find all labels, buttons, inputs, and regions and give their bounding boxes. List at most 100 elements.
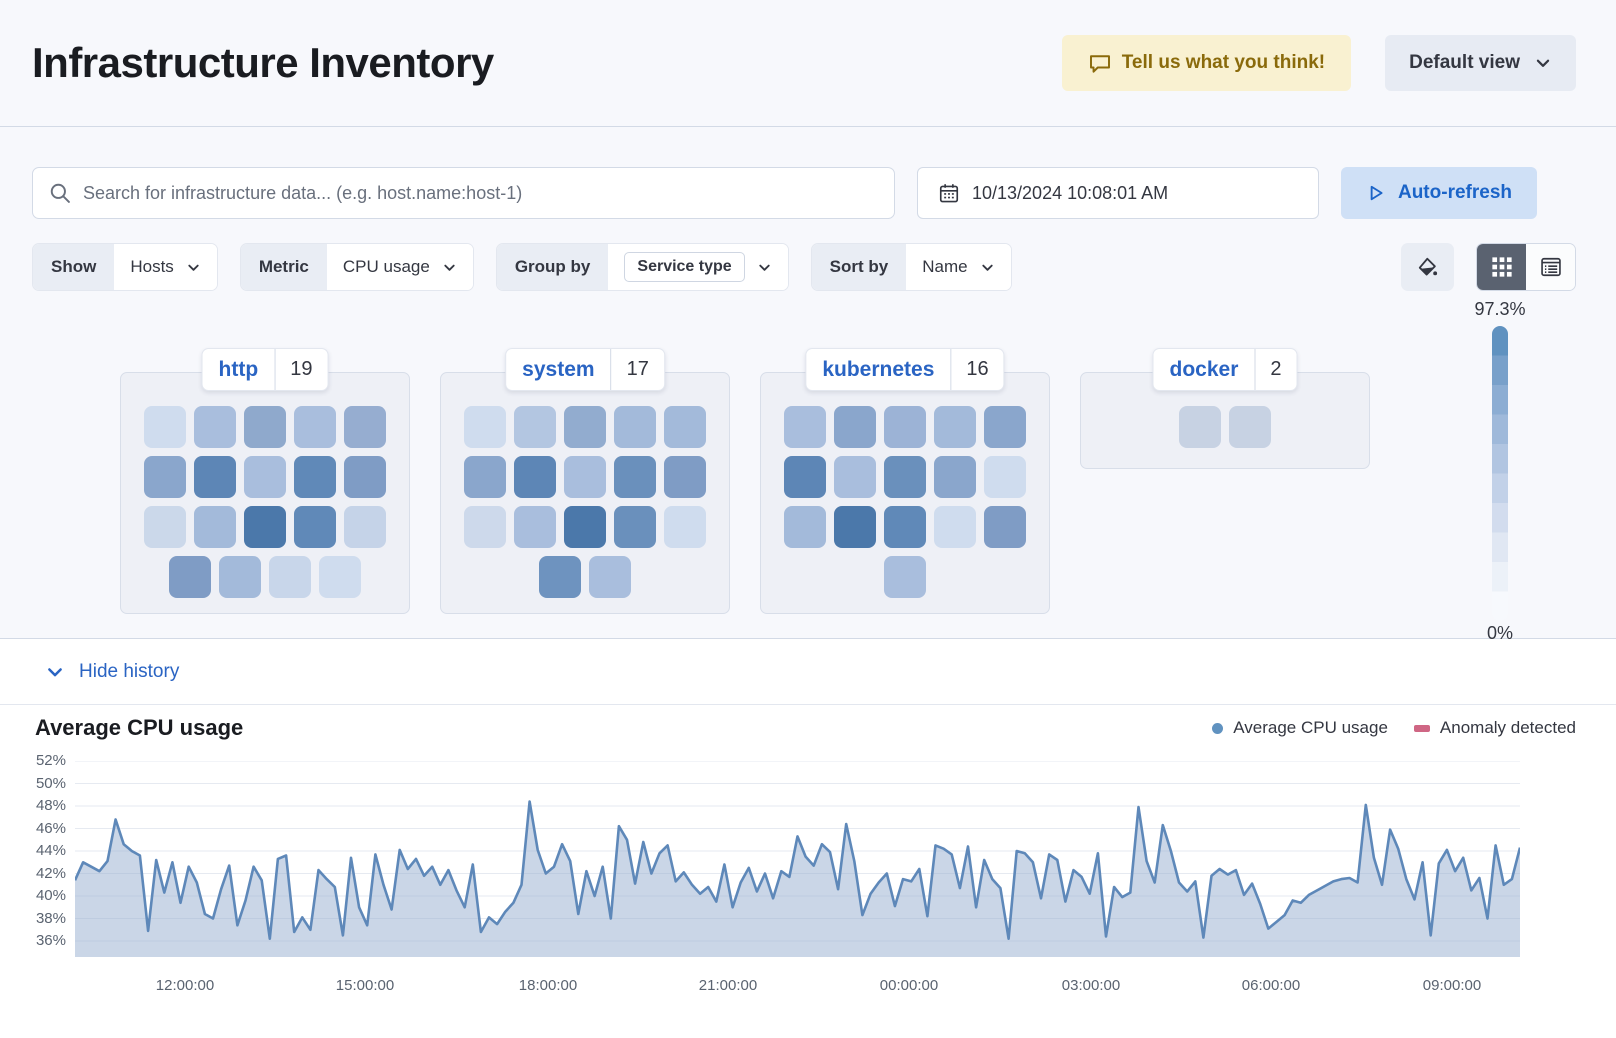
host-tile[interactable] bbox=[564, 406, 606, 448]
grid-icon bbox=[1491, 256, 1513, 278]
host-tile[interactable] bbox=[834, 406, 876, 448]
host-tile[interactable] bbox=[464, 406, 506, 448]
host-tile[interactable] bbox=[194, 506, 236, 548]
host-tile[interactable] bbox=[144, 506, 186, 548]
calendar-icon bbox=[938, 182, 960, 204]
host-tile[interactable] bbox=[1229, 406, 1271, 448]
hide-history-toggle[interactable]: Hide history bbox=[45, 661, 179, 683]
host-tile[interactable] bbox=[464, 456, 506, 498]
group-by-select[interactable]: Service type bbox=[608, 244, 788, 290]
host-tile[interactable] bbox=[664, 406, 706, 448]
host-tile[interactable] bbox=[244, 406, 286, 448]
host-tile[interactable] bbox=[664, 506, 706, 548]
host-tile[interactable] bbox=[269, 556, 311, 598]
host-tile[interactable] bbox=[219, 556, 261, 598]
host-tile[interactable] bbox=[884, 506, 926, 548]
play-icon bbox=[1366, 183, 1386, 203]
host-tile[interactable] bbox=[784, 456, 826, 498]
host-tile[interactable] bbox=[194, 406, 236, 448]
host-tile[interactable] bbox=[344, 506, 386, 548]
host-tile[interactable] bbox=[664, 456, 706, 498]
view-dropdown-button[interactable]: Default view bbox=[1385, 35, 1576, 91]
host-tile[interactable] bbox=[614, 456, 656, 498]
history-toggle-row: Hide history bbox=[0, 639, 1616, 705]
host-tile[interactable] bbox=[294, 406, 336, 448]
y-axis-tick: 36% bbox=[35, 932, 66, 949]
tile-row bbox=[121, 406, 409, 448]
metric-control: Metric CPU usage bbox=[239, 243, 474, 291]
host-tile[interactable] bbox=[194, 456, 236, 498]
host-tile[interactable] bbox=[144, 406, 186, 448]
host-tile[interactable] bbox=[514, 506, 556, 548]
host-tile[interactable] bbox=[169, 556, 211, 598]
legend-item-anomaly[interactable]: Anomaly detected bbox=[1413, 718, 1576, 738]
host-tile[interactable] bbox=[564, 456, 606, 498]
host-tile[interactable] bbox=[1179, 406, 1221, 448]
host-tile[interactable] bbox=[984, 506, 1026, 548]
feedback-button[interactable]: Tell us what you think! bbox=[1061, 35, 1352, 91]
y-axis-tick: 52% bbox=[35, 752, 66, 769]
search-input[interactable] bbox=[83, 182, 878, 204]
hide-history-label: Hide history bbox=[79, 660, 180, 682]
group-count: 19 bbox=[274, 349, 327, 390]
group-count: 17 bbox=[610, 349, 664, 390]
y-axis-tick: 40% bbox=[35, 887, 66, 904]
auto-refresh-button[interactable]: Auto-refresh bbox=[1341, 167, 1537, 219]
host-tile[interactable] bbox=[244, 506, 286, 548]
host-tile[interactable] bbox=[464, 506, 506, 548]
host-tile[interactable] bbox=[834, 456, 876, 498]
group-by-control: Group by Service type bbox=[495, 243, 789, 291]
host-tile[interactable] bbox=[344, 406, 386, 448]
host-tile[interactable] bbox=[144, 456, 186, 498]
legend-item-average-cpu[interactable]: Average CPU usage bbox=[1212, 718, 1388, 738]
table-view-button[interactable] bbox=[1526, 244, 1575, 290]
host-tile[interactable] bbox=[614, 506, 656, 548]
host-tile[interactable] bbox=[294, 506, 336, 548]
host-tile[interactable] bbox=[884, 556, 926, 598]
series-dot-icon bbox=[1212, 722, 1224, 734]
tile-row bbox=[121, 506, 409, 548]
host-tile[interactable] bbox=[589, 556, 631, 598]
host-tile[interactable] bbox=[294, 456, 336, 498]
sort-by-select[interactable]: Name bbox=[906, 244, 1011, 290]
x-axis-tick: 03:00:00 bbox=[1061, 977, 1121, 994]
host-tile[interactable] bbox=[564, 506, 606, 548]
search-box bbox=[32, 167, 895, 219]
host-tile[interactable] bbox=[514, 406, 556, 448]
host-tile[interactable] bbox=[984, 406, 1026, 448]
page-title: Infrastructure Inventory bbox=[32, 39, 494, 86]
metric-select[interactable]: CPU usage bbox=[326, 244, 473, 290]
map-view-button[interactable] bbox=[1477, 244, 1526, 290]
host-tile[interactable] bbox=[934, 456, 976, 498]
date-picker-button[interactable]: 10/13/2024 10:08:01 AM bbox=[917, 167, 1319, 219]
host-tile[interactable] bbox=[934, 406, 976, 448]
color-palette-button[interactable] bbox=[1401, 243, 1454, 291]
host-tile[interactable] bbox=[884, 406, 926, 448]
y-axis-tick: 46% bbox=[35, 820, 66, 837]
host-tile[interactable] bbox=[539, 556, 581, 598]
search-icon bbox=[49, 182, 71, 204]
host-tile[interactable] bbox=[244, 456, 286, 498]
host-tile[interactable] bbox=[884, 456, 926, 498]
show-select[interactable]: Hosts bbox=[114, 244, 217, 290]
chevron-down-icon bbox=[186, 260, 201, 275]
host-tile[interactable] bbox=[344, 456, 386, 498]
query-toolbar: 10/13/2024 10:08:01 AM Auto-refresh bbox=[0, 127, 1616, 219]
host-tile[interactable] bbox=[784, 406, 826, 448]
host-tile[interactable] bbox=[934, 506, 976, 548]
list-icon bbox=[1540, 256, 1562, 278]
host-tile[interactable] bbox=[514, 456, 556, 498]
host-tile[interactable] bbox=[784, 506, 826, 548]
host-tile[interactable] bbox=[319, 556, 361, 598]
y-axis-tick: 48% bbox=[35, 797, 66, 814]
host-tile[interactable] bbox=[834, 506, 876, 548]
host-tile[interactable] bbox=[614, 406, 656, 448]
host-tile[interactable] bbox=[984, 456, 1026, 498]
color-scale-bar bbox=[1492, 326, 1508, 621]
